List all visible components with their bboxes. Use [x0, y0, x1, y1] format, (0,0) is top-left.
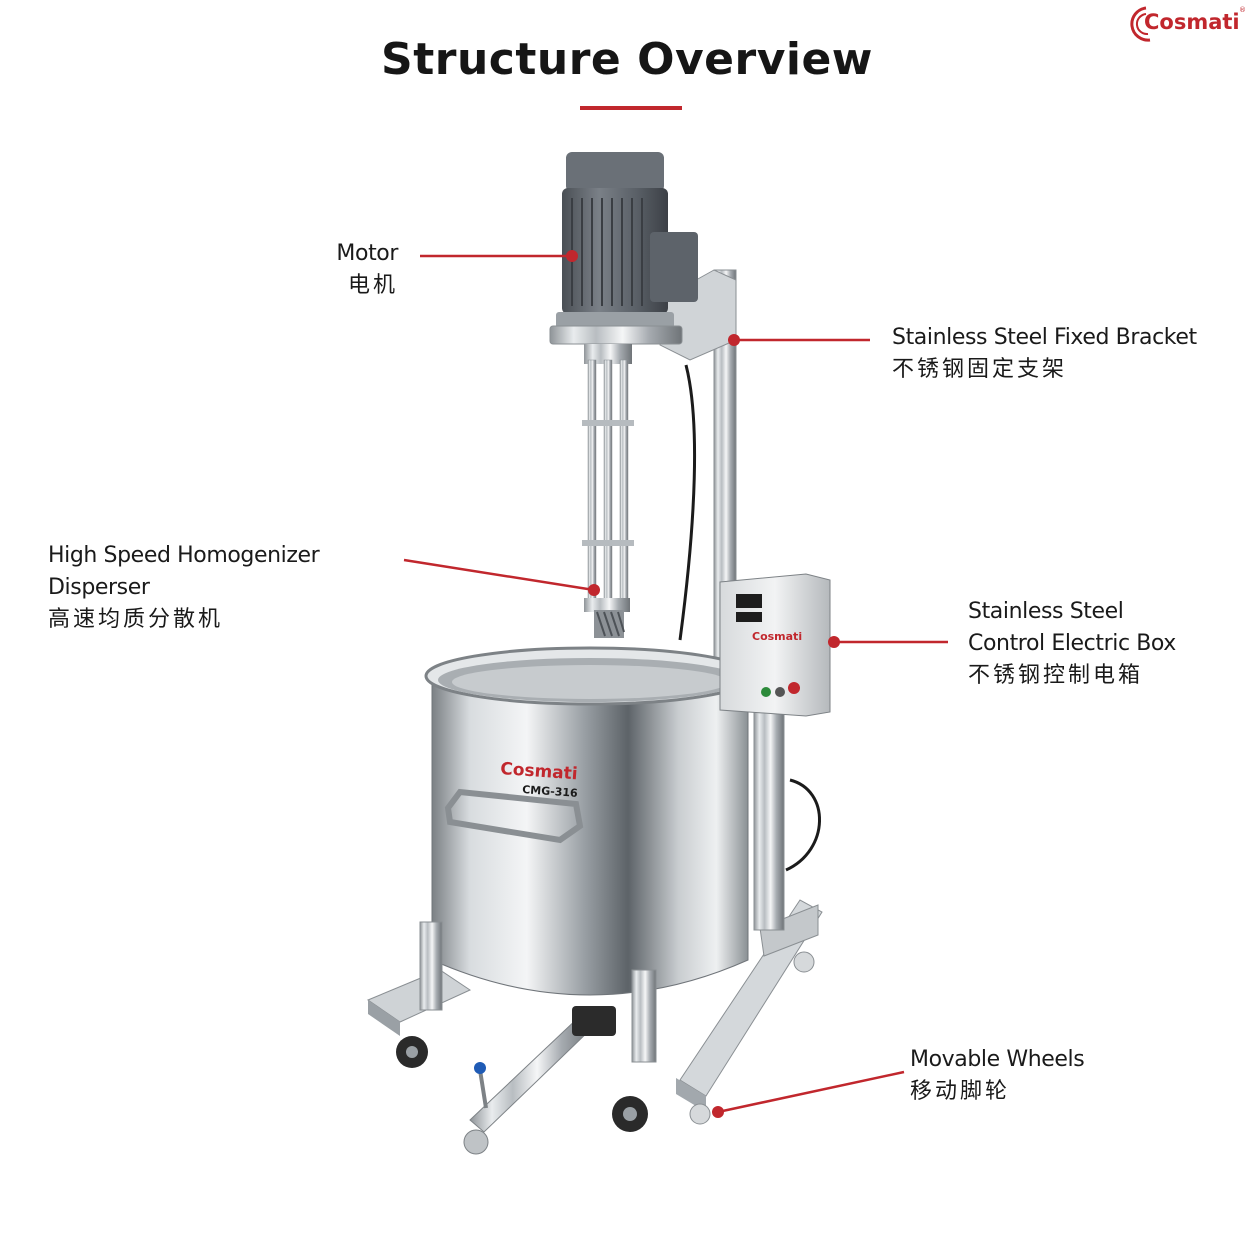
- callout-bracket-en: Stainless Steel Fixed Bracket: [892, 325, 1197, 350]
- callout-wheels: Movable Wheels 移动脚轮: [910, 1044, 1150, 1108]
- callout-wheels-en: Movable Wheels: [910, 1047, 1085, 1072]
- callout-control-box-cn: 不锈钢控制电箱: [968, 663, 1144, 688]
- callout-wheels-cn: 移动脚轮: [910, 1079, 1011, 1104]
- title-underline: [580, 106, 682, 110]
- logo-text: Cosmati: [1144, 10, 1240, 34]
- callout-dot-icon: [728, 334, 740, 346]
- disperser-leader-line: [403, 558, 595, 592]
- logo-swirl-icon: [1130, 6, 1151, 42]
- callout-bracket: Stainless Steel Fixed Bracket 不锈钢固定支架: [892, 322, 1222, 386]
- logo-trademark: ®: [1239, 6, 1246, 14]
- page-title: Structure Overview: [381, 34, 873, 85]
- wheels-leader-line: [717, 1070, 905, 1114]
- outlet-valve: [463, 1006, 616, 1155]
- callout-lines: [403, 250, 948, 1118]
- callout-motor: Motor 电机: [200, 238, 398, 302]
- callout-bracket-cn: 不锈钢固定支架: [892, 357, 1068, 382]
- base-frame: [366, 899, 823, 1112]
- tank-model-label: CMG-316: [522, 783, 579, 800]
- casters: [396, 921, 815, 1132]
- callout-dot-icon: [712, 1106, 724, 1118]
- box-brand-label: Cosmati: [752, 630, 802, 643]
- callout-dot-icon: [588, 584, 600, 596]
- callout-control-box-en1: Stainless Steel: [968, 599, 1124, 624]
- callout-disperser-en: High Speed Homogenizer Disperser: [48, 543, 320, 600]
- callout-dot-icon: [566, 250, 578, 262]
- callout-dot-icon: [828, 636, 840, 648]
- callout-disperser-cn: 高速均质分散机: [48, 607, 224, 632]
- callout-control-box: Stainless Steel Control Electric Box 不锈钢…: [968, 596, 1228, 692]
- callout-control-box-en2: Control Electric Box: [968, 631, 1176, 656]
- callout-motor-cn: 电机: [347, 273, 398, 298]
- motor: [549, 152, 698, 345]
- callout-disperser: High Speed Homogenizer Disperser 高速均质分散机: [48, 540, 408, 636]
- control-box: Cosmati: [719, 573, 831, 717]
- mixing-tank: Cosmati CMG-316: [424, 646, 756, 996]
- brand-logo: Cosmati ®: [1122, 4, 1246, 44]
- disperser-shaft: [582, 344, 634, 638]
- callout-motor-en: Motor: [336, 241, 398, 266]
